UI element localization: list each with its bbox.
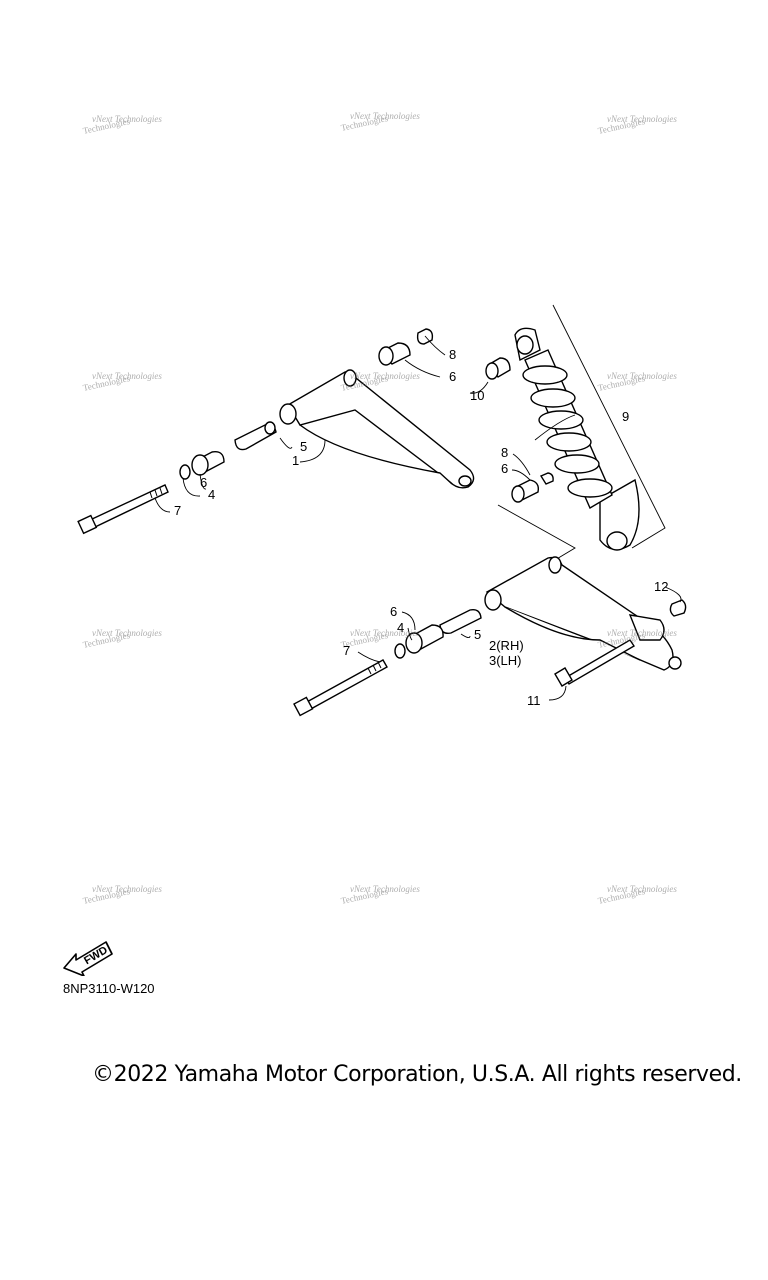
upper-bushing-front[interactable] <box>234 421 277 451</box>
leader-lines <box>154 335 682 701</box>
shock-mount-bolt[interactable] <box>554 639 635 687</box>
callout-9[interactable]: 9 <box>622 409 630 424</box>
callout-6[interactable]: 6 <box>501 461 509 476</box>
shock-spring <box>522 365 613 498</box>
lower-pivot-bolt[interactable] <box>293 659 388 717</box>
callout-10[interactable]: 10 <box>470 388 485 403</box>
callout-5[interactable]: 5 <box>474 627 482 642</box>
fwd-arrow-icon: FWD <box>63 941 113 976</box>
callout-6[interactable]: 6 <box>449 369 457 384</box>
callout-6[interactable]: 6 <box>390 604 398 619</box>
upper-a-arm[interactable] <box>279 369 475 489</box>
callout-5[interactable]: 5 <box>300 439 308 454</box>
lower-collar[interactable] <box>394 624 444 659</box>
callout-7[interactable]: 7 <box>343 643 351 658</box>
shock-bushing[interactable] <box>485 357 511 380</box>
shock-lower-collar[interactable] <box>511 472 554 503</box>
callout-6[interactable]: 6 <box>200 475 208 490</box>
callout-7[interactable]: 7 <box>174 503 182 518</box>
upper-collar-rear[interactable] <box>378 328 434 366</box>
callout-1[interactable]: 1 <box>292 453 300 468</box>
callout-11[interactable]: 11 <box>527 693 541 708</box>
diagram-code: 8NP3110-W120 <box>63 981 155 996</box>
callout-8[interactable]: 8 <box>449 347 457 362</box>
upper-pivot-bolt[interactable] <box>77 484 169 535</box>
callout-4[interactable]: 4 <box>208 487 216 502</box>
callout-3-lh[interactable]: 3(LH) <box>489 653 522 668</box>
shock-absorber[interactable] <box>514 327 640 551</box>
callout-2-rh[interactable]: 2(RH) <box>489 638 524 653</box>
callout-12[interactable]: 12 <box>654 579 669 594</box>
callout-4[interactable]: 4 <box>397 620 405 635</box>
shock-mount-nut[interactable] <box>669 599 687 617</box>
copyright-notice: ©2022 Yamaha Motor Corporation, U.S.A. A… <box>92 1062 742 1087</box>
upper-collar-front[interactable] <box>179 451 225 480</box>
callout-8[interactable]: 8 <box>501 445 509 460</box>
